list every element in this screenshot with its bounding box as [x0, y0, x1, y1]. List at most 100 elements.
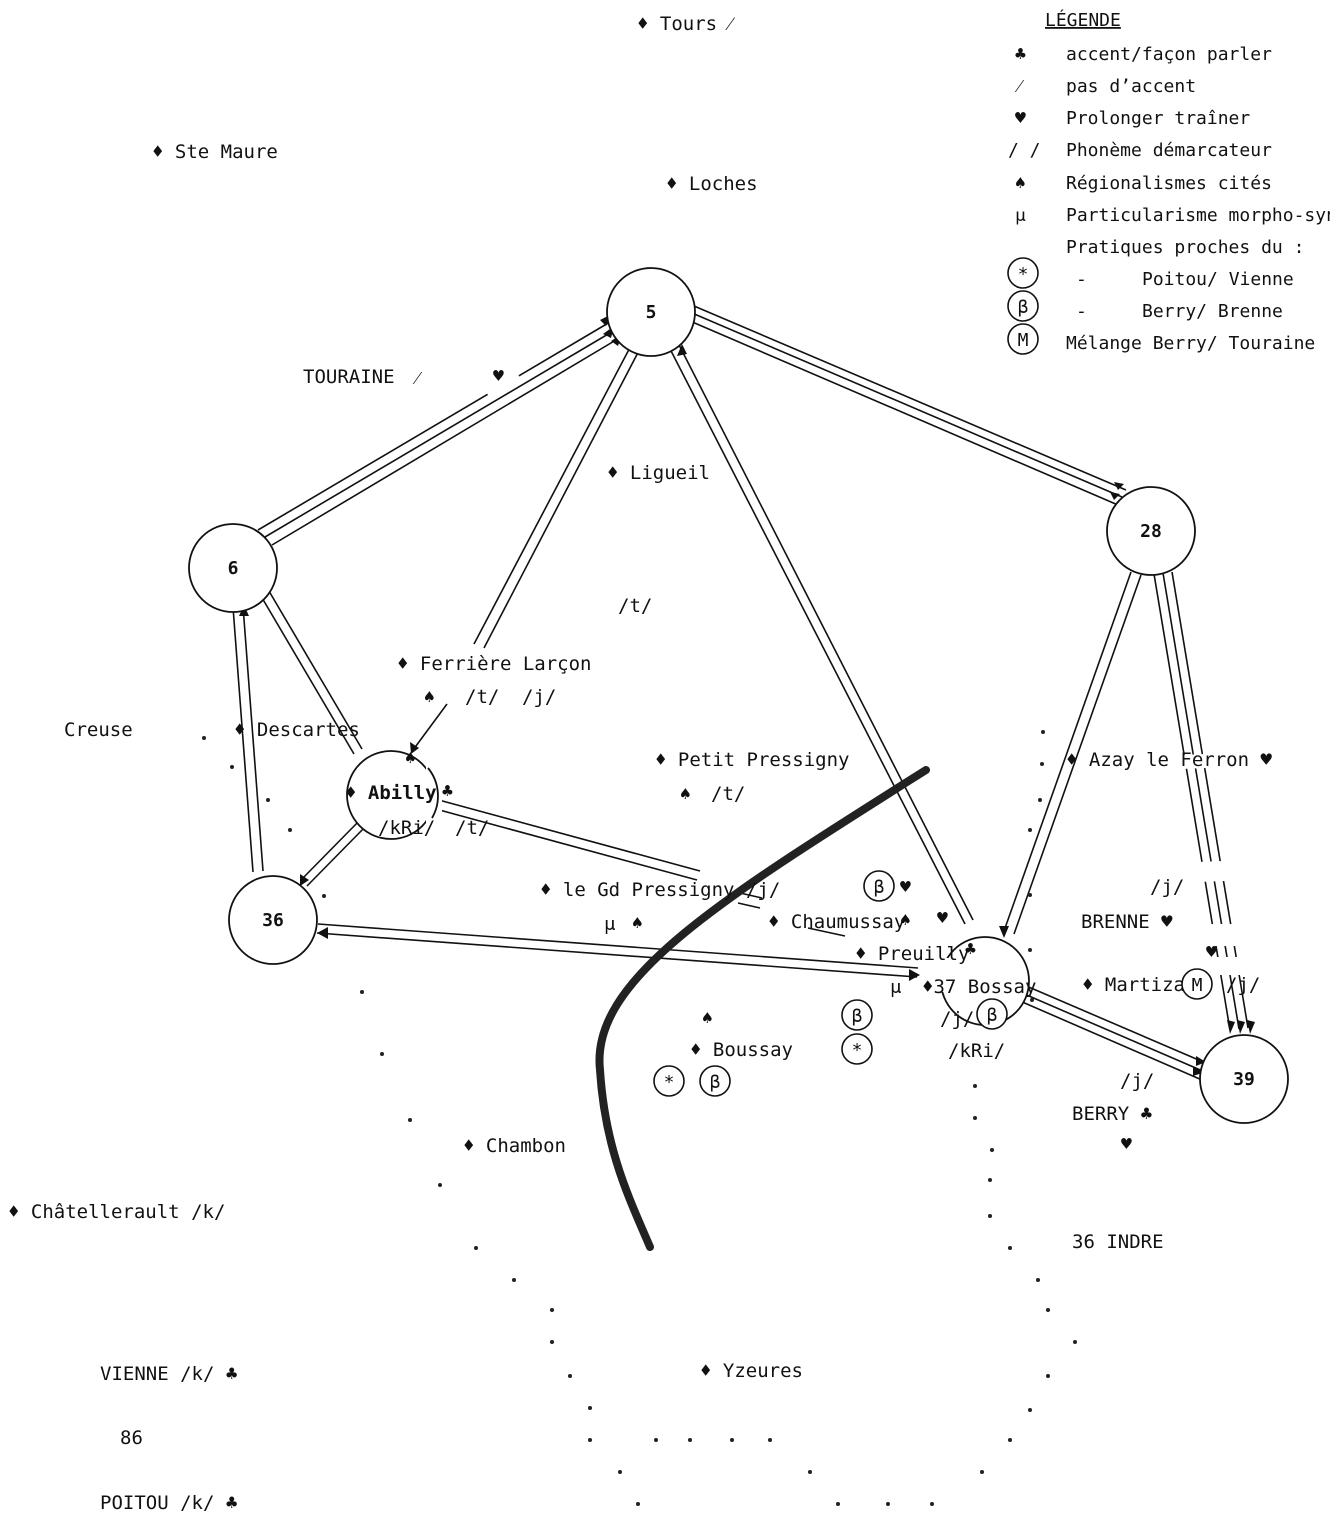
place-le-grand-pressigny: ♦ le Gd Pressigny /j/: [540, 879, 780, 901]
node-28-label: 28: [1140, 521, 1162, 542]
node-6-label: 6: [228, 558, 239, 579]
phoneme-t-abilly: /t/: [455, 817, 489, 839]
boundary-dot: [408, 1118, 412, 1122]
link-5-bossay: [667, 340, 974, 925]
phoneme-j-martizay: /j/: [1226, 974, 1260, 996]
svg-text:M: M: [1192, 975, 1203, 996]
boundary-dot: [988, 1178, 992, 1182]
legend-text-poitou: Poitou/ Vienne: [1142, 269, 1294, 290]
node-5-label: 5: [646, 302, 657, 323]
phoneme-t-petit-pressigny: /t/: [711, 783, 745, 805]
phoneme-j-ferriere: /j/: [522, 686, 556, 708]
place-chaumussay: ♦ Chaumussay: [768, 911, 905, 933]
legend-symbol-accent: ♣: [1015, 44, 1026, 65]
link-5-ferriere: [473, 337, 645, 649]
place-loches: ♦ Loches: [666, 173, 758, 195]
legend-text-accent: accent/façon parler: [1066, 44, 1272, 65]
legend-symbol-regionalism: ♠: [1015, 173, 1026, 194]
phoneme-t-ferriere: /t/: [465, 686, 499, 708]
place-ste-maure: ♦ Ste Maure: [152, 141, 278, 163]
link-abilly-chaumussay: [420, 795, 701, 881]
link-6-abilly: [257, 585, 363, 755]
boundary-dot: [988, 1214, 992, 1218]
place-descartes: ♦ Descartes: [234, 719, 360, 741]
region-brenne: BRENNE ♥: [1081, 911, 1173, 933]
node-36: 36: [228, 875, 318, 965]
place-yzeures: ♦ Yzeures: [700, 1360, 803, 1382]
abilly-club-mark: ♣: [442, 781, 453, 802]
svg-text:*: *: [1018, 264, 1029, 285]
region-36-indre: 36 INDRE: [1072, 1231, 1164, 1253]
svg-text:β: β: [874, 877, 885, 898]
chaumussay-heart-mark: ♥: [937, 908, 948, 929]
ferriere-spade-mark: ♠: [424, 687, 435, 708]
boundary-dot: [1008, 1246, 1012, 1250]
boundary-dot: [654, 1438, 658, 1442]
svg-text:*: *: [664, 1072, 675, 1093]
svg-text:β: β: [852, 1006, 863, 1027]
legend-dash-poitou: -: [1076, 269, 1087, 290]
svg-text:β: β: [710, 1072, 721, 1093]
node-39: 39: [1199, 1034, 1289, 1124]
legend-text-melange: Mélange Berry/ Touraine: [1066, 333, 1315, 354]
grand-pressigny-spade-mark: ♠: [632, 913, 643, 934]
region-berry: BERRY ♣: [1072, 1103, 1152, 1125]
place-chambon: ♦ Chambon: [463, 1135, 566, 1157]
boundary-dot: [266, 798, 270, 802]
region-poitou: POITOU /k/ ♣: [100, 1492, 237, 1514]
legend-text-berry: Berry/ Brenne: [1142, 301, 1283, 322]
boundary-dot: [1028, 1408, 1032, 1412]
touraine-heart-mark: ♥: [493, 366, 504, 387]
place-martizay: ♦ Martizay: [1082, 974, 1196, 996]
boussay-poitou-circle: *: [653, 1065, 685, 1097]
svg-text:*: *: [852, 1040, 863, 1061]
legend-text-pratiques: Pratiques proches du :: [1066, 237, 1304, 258]
link-bossay-39: [1019, 984, 1209, 1081]
boundary-dot: [438, 1183, 442, 1187]
boundary-dot: [230, 765, 234, 769]
boundary-dot: [1040, 762, 1044, 766]
arrowheads: [239, 314, 1255, 1076]
node-36-label: 36: [262, 910, 284, 931]
link-5-28: [689, 305, 1127, 506]
boundary-dot: [288, 828, 292, 832]
boundary-dot: [360, 990, 364, 994]
preuilly-club-mark: ♣: [965, 939, 976, 960]
abilly-spade-mark: ♠: [405, 748, 416, 769]
boundary-dot: [886, 1502, 890, 1506]
boundary-dot: [550, 1340, 554, 1344]
legend-symbol-melange: M: [1007, 323, 1039, 355]
boundary-dot: [1028, 828, 1032, 832]
link-pressigny-chaumussay: [739, 892, 763, 899]
boundary-dot: [1028, 893, 1032, 897]
link-5-6: [257, 321, 622, 546]
legend-title: LÉGENDE: [1045, 9, 1121, 31]
legend-text-prolong: Prolonger traîner: [1066, 108, 1250, 129]
place-abilly: ♦ Abilly: [345, 782, 437, 804]
boundary-dot: [973, 1116, 977, 1120]
region-touraine: TOURAINE: [303, 366, 395, 388]
phoneme-t-ligueil: /t/: [618, 595, 652, 617]
boundary-dot: [588, 1438, 592, 1442]
legend-text-phoneme: Phonème démarcateur: [1066, 140, 1272, 161]
boundary-dot: [1008, 1438, 1012, 1442]
phoneme-j-bossay: /j/: [940, 1008, 974, 1030]
place-ligueil: ♦ Ligueil: [607, 462, 710, 484]
chaumussay-berry-circle: β: [863, 870, 895, 902]
svg-text:M: M: [1018, 330, 1029, 351]
boundary-dot: [512, 1278, 516, 1282]
boundary-dot: [730, 1438, 734, 1442]
preuilly-berry-circle: β: [841, 999, 873, 1031]
boundary-dot: [380, 1052, 384, 1056]
boundary-dot: [688, 1438, 692, 1442]
link-36-bossay: [316, 923, 919, 978]
link-28-bossay: [1003, 571, 1142, 935]
boundary-dot: [836, 1502, 840, 1506]
boundary-dot: [1046, 1308, 1050, 1312]
berry-heart-mark: ♥: [1121, 1134, 1132, 1155]
boundary-dot: [1046, 1374, 1050, 1378]
link-abilly-36: [300, 819, 367, 887]
boundary-dot: [930, 1502, 934, 1506]
boussay-spade-mark: ♠: [702, 1008, 713, 1029]
place-tours: ♦ Tours ⁄: [637, 13, 736, 35]
